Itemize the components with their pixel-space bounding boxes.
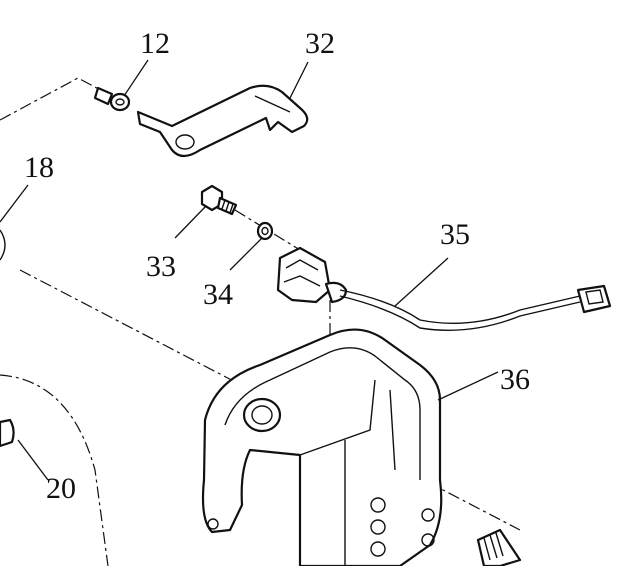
assembly-line-33 xyxy=(234,209,301,251)
part-12-pin xyxy=(93,86,131,112)
part-33-screw xyxy=(200,184,238,216)
leader-32 xyxy=(289,61,309,99)
callout-36: 36 xyxy=(500,363,530,396)
assembly-line-12 xyxy=(0,77,111,121)
edge-18 xyxy=(0,229,6,261)
callout-35: 35 xyxy=(440,218,470,251)
callout-33: 33 xyxy=(146,250,176,283)
leader-20 xyxy=(17,439,49,481)
leader-35 xyxy=(394,257,449,307)
part-34-washer xyxy=(256,221,274,241)
part-32-lever xyxy=(136,84,309,158)
leader-12 xyxy=(123,59,149,97)
leader-36 xyxy=(437,371,499,401)
callout-20: 20 xyxy=(46,472,76,505)
part-20-bushing xyxy=(0,418,15,448)
leader-18 xyxy=(0,184,29,223)
part-36-bracket xyxy=(201,328,522,566)
callout-18: 18 xyxy=(24,151,54,184)
callout-34: 34 xyxy=(203,278,233,311)
callout-12: 12 xyxy=(140,27,170,60)
assembly-line-20 xyxy=(0,374,109,566)
leader-33 xyxy=(174,205,207,239)
part-35-switch xyxy=(276,246,612,331)
leader-34 xyxy=(229,237,263,271)
callout-32: 32 xyxy=(305,27,335,60)
